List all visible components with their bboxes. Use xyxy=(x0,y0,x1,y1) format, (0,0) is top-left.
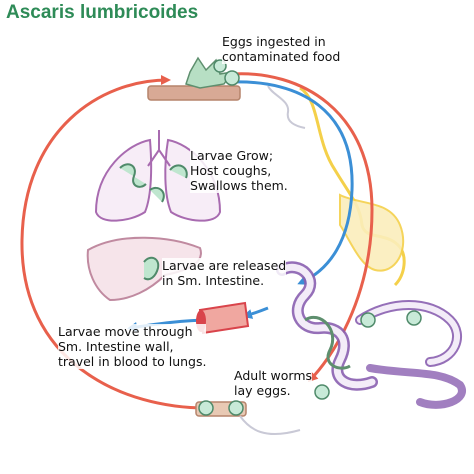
released-to-vessel-arrow xyxy=(242,306,269,319)
mouth-trace xyxy=(267,85,306,129)
soil-icon xyxy=(147,85,241,101)
label-larvae-move: Larvae move through Sm. Intestine wall, … xyxy=(58,324,207,369)
diagram-title: Ascaris lumbricoides xyxy=(6,2,199,23)
adult-worm-icon xyxy=(304,310,422,400)
cycle-arrow-right xyxy=(231,72,374,383)
leaf-icon xyxy=(185,56,234,89)
label-eggs-ingested: Eggs ingested in contaminated food xyxy=(222,34,341,64)
label-adult-worms: Adult worms lay eggs. xyxy=(234,368,313,398)
larva-icon xyxy=(119,163,188,203)
larva-liver-icon xyxy=(143,256,160,281)
label-larvae-released: Larvae are released in Sm. Intestine. xyxy=(162,258,287,288)
cycle-arrow-left xyxy=(20,75,213,410)
label-larvae-grow: Larvae Grow; Host coughs, Swallows them. xyxy=(190,148,288,193)
ingestion-arrow xyxy=(231,80,354,285)
intestine-icon xyxy=(276,261,466,409)
egg-cluster-icon xyxy=(224,70,240,86)
egg-soil-icon xyxy=(195,400,301,435)
